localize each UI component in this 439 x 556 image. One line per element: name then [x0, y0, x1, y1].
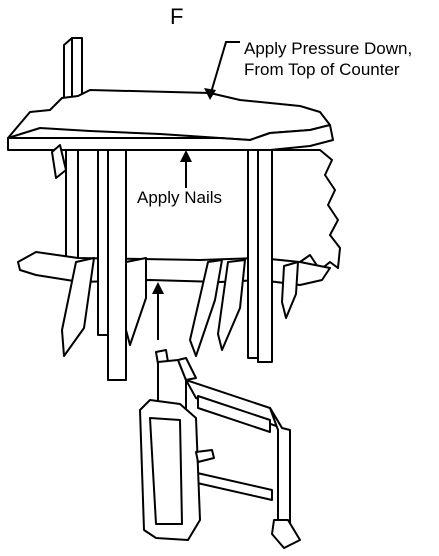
stile-left — [97, 149, 109, 336]
pressure-callout-line-2: From Top of Counter — [244, 60, 400, 79]
pressure-arrowhead — [204, 88, 216, 100]
tool-frame-slot — [197, 395, 271, 433]
stile-left-face — [107, 149, 127, 381]
step-letter: F — [170, 4, 184, 29]
panel-1 — [61, 257, 95, 357]
nails-callout: Apply Nails — [137, 188, 223, 207]
panel-5 — [281, 261, 299, 319]
tool-frame-right — [269, 407, 291, 531]
lower-arrowhead — [152, 282, 164, 294]
panel-4 — [217, 259, 246, 351]
panel-2 — [125, 257, 147, 346]
cabinet-back-panel — [77, 149, 341, 271]
tool-handle-face — [149, 417, 183, 525]
stile-right — [247, 149, 259, 359]
nails-arrowhead — [180, 150, 192, 162]
pressure-leader — [209, 41, 240, 97]
tool-trigger — [195, 449, 215, 463]
panel-3 — [189, 259, 223, 357]
stile-right-face — [257, 149, 273, 363]
tool-barrel-side — [177, 357, 197, 381]
left-side-panel — [65, 149, 79, 263]
pressure-callout: Apply Pressure Down, From Top of Counter — [244, 38, 412, 80]
pressure-callout-line-1: Apply Pressure Down, — [244, 39, 413, 58]
tool-tail — [271, 519, 301, 549]
countertop-top — [7, 89, 331, 141]
